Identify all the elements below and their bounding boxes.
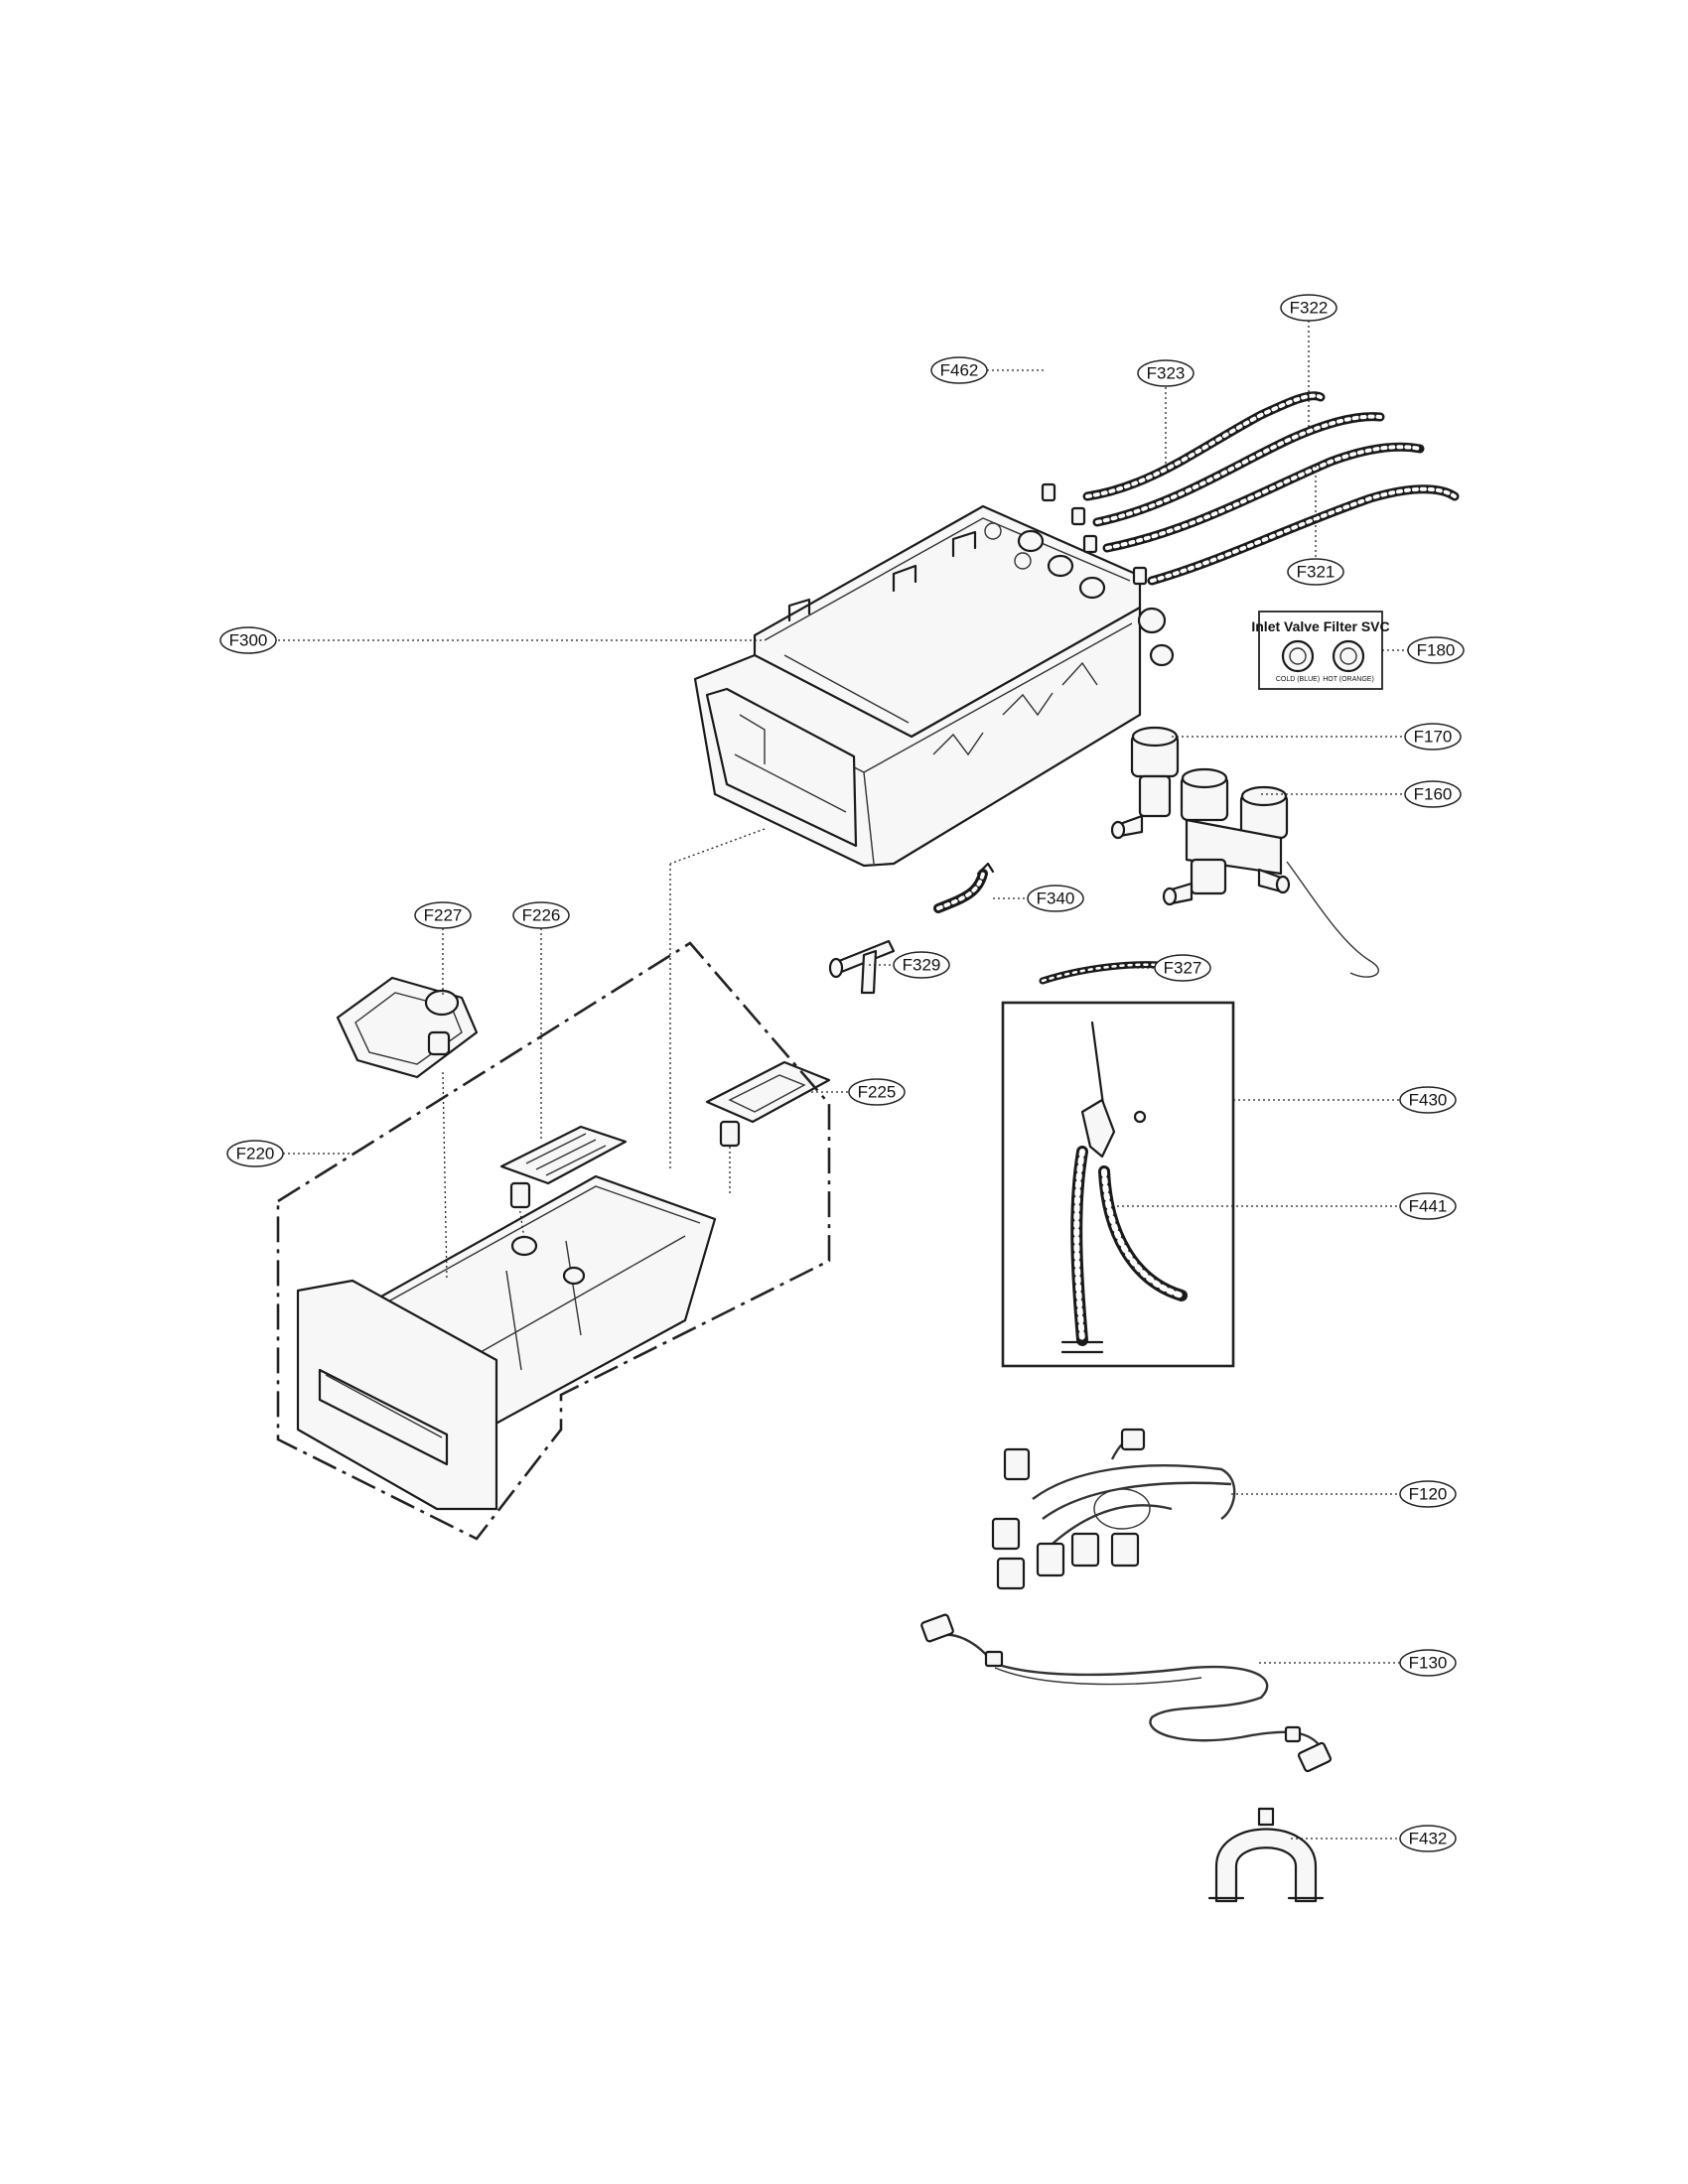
leader-lines [273, 321, 1408, 1840]
wire-harness-sensor [920, 1613, 1333, 1773]
part-label-F321: F321 [1287, 558, 1344, 586]
part-label-text: F323 [1147, 364, 1186, 383]
part-label-F130: F130 [1399, 1649, 1457, 1677]
part-label-F329: F329 [893, 951, 950, 979]
part-label-text: F130 [1409, 1654, 1448, 1673]
part-label-text: F227 [424, 906, 463, 925]
part-label-F226: F226 [512, 901, 570, 929]
part-label-F462: F462 [930, 356, 988, 384]
part-label-text: F462 [940, 361, 979, 380]
part-label-text: F327 [1164, 959, 1202, 978]
inlet-valve-filter-kit: Inlet Valve Filter SVC COLD (BLUE) HOT (… [1251, 611, 1390, 690]
part-label-F441: F441 [1399, 1192, 1457, 1220]
part-label-F227: F227 [414, 901, 472, 929]
part-label-F120: F120 [1399, 1480, 1457, 1508]
connector-hoses [828, 862, 1186, 995]
hose-clip [1207, 1807, 1325, 1903]
part-label-F327: F327 [1154, 954, 1211, 982]
drain-hose-assembly [1001, 1001, 1235, 1368]
part-label-F170: F170 [1404, 723, 1462, 751]
part-label-text: F329 [903, 956, 941, 975]
part-label-text: F430 [1409, 1091, 1448, 1110]
part-label-text: F170 [1414, 728, 1453, 747]
part-label-text: F220 [236, 1145, 275, 1163]
part-label-F180: F180 [1407, 636, 1465, 664]
filter-kit-title: Inlet Valve Filter SVC [1251, 618, 1389, 634]
part-label-text: F226 [522, 906, 561, 925]
part-label-F220: F220 [226, 1140, 284, 1167]
part-label-F160: F160 [1404, 780, 1462, 808]
part-label-F225: F225 [848, 1078, 906, 1106]
dispenser-housing [693, 504, 1175, 868]
part-label-text: F300 [229, 631, 268, 650]
inlet-valves [1110, 726, 1379, 978]
part-label-text: F120 [1409, 1485, 1448, 1504]
part-label-text: F180 [1417, 641, 1456, 660]
part-label-F432: F432 [1399, 1825, 1457, 1852]
part-label-text: F321 [1297, 563, 1336, 582]
part-label-text: F441 [1409, 1197, 1448, 1216]
part-label-text: F225 [858, 1083, 897, 1102]
inlet-hoses [1041, 391, 1460, 586]
dispenser-drawer [276, 941, 831, 1541]
wire-harness-main [991, 1428, 1236, 1590]
filter-cold-label: COLD (BLUE) [1276, 676, 1320, 683]
part-label-F300: F300 [219, 626, 277, 654]
part-label-F322: F322 [1280, 294, 1337, 322]
dispenser-caps [336, 976, 831, 1209]
part-label-F430: F430 [1399, 1086, 1457, 1114]
part-label-text: F432 [1409, 1830, 1448, 1848]
part-label-text: F160 [1414, 785, 1453, 804]
part-label-text: F322 [1290, 299, 1329, 318]
part-label-F323: F323 [1137, 359, 1195, 387]
part-label-F340: F340 [1027, 885, 1084, 912]
part-label-text: F340 [1037, 889, 1075, 908]
filter-hot-label: HOT (ORANGE) [1323, 676, 1374, 683]
